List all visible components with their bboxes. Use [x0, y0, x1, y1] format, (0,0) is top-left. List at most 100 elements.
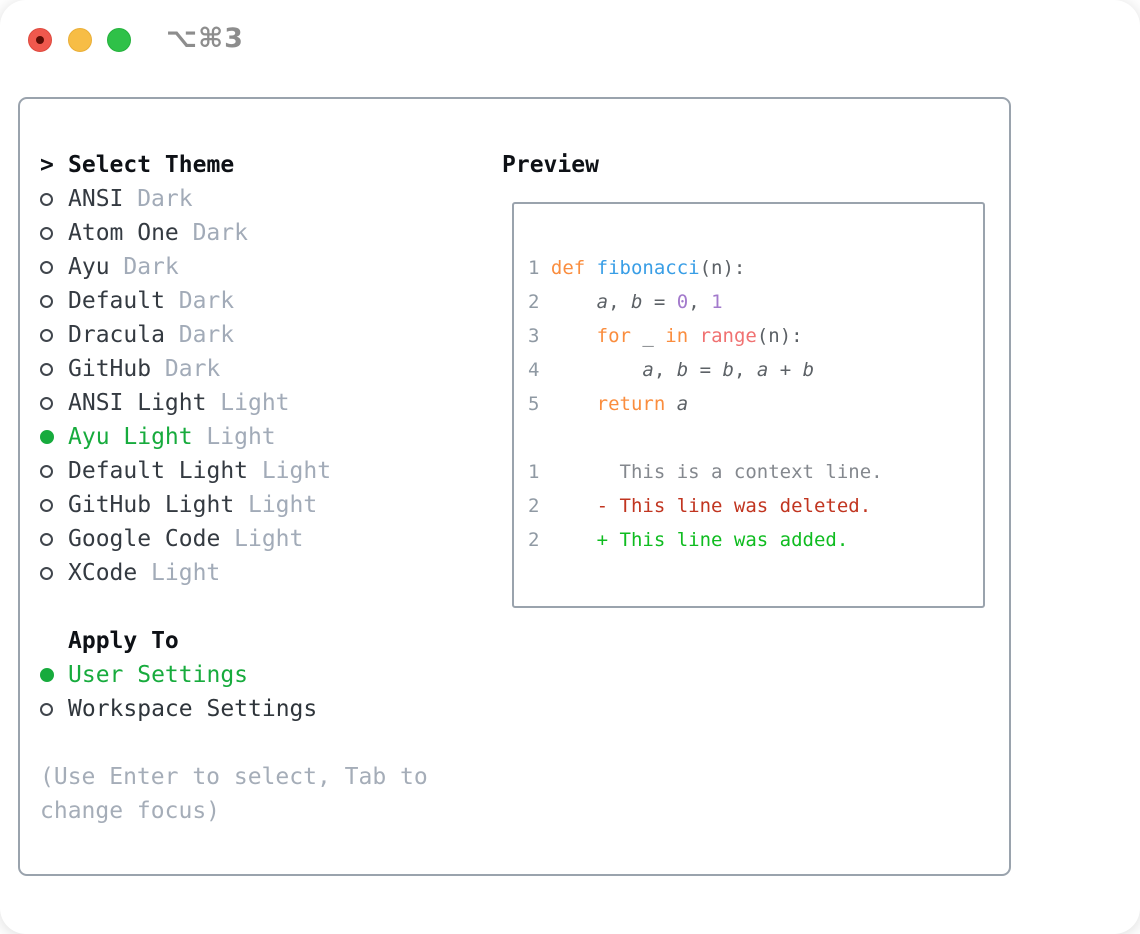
radio-selected-icon: [40, 668, 54, 682]
close-dot-icon: [36, 36, 44, 44]
help-text-line-1: (Use Enter to select, Tab to: [40, 764, 428, 790]
theme-variant-label: Dark: [178, 288, 235, 314]
diff-line-1: 1 This is a context line.: [528, 455, 975, 489]
spacer: [40, 590, 428, 624]
radio-icon: [40, 396, 53, 410]
theme-variant-label: Dark: [178, 322, 235, 348]
theme-option-ansi-light-light[interactable]: ANSI Light Light: [40, 386, 428, 420]
code-line-4: 4 a, b = b, a + b: [528, 353, 975, 387]
theme-variant-label: Light: [247, 492, 318, 518]
radio-icon: [40, 702, 53, 716]
preview-title: Preview: [502, 152, 599, 178]
minimize-button[interactable]: [68, 28, 92, 52]
radio-icon: [40, 464, 53, 478]
theme-name: GitHub: [68, 356, 152, 382]
apply-option-label: Workspace Settings: [68, 696, 318, 722]
theme-name: Dracula: [68, 322, 165, 348]
diff-line-2: 2 - This line was deleted.: [528, 489, 975, 523]
theme-name: ANSI Light: [68, 390, 207, 416]
theme-option-google-code-light[interactable]: Google Code Light: [40, 522, 428, 556]
theme-variant-label: Light: [261, 458, 332, 484]
line-content: This is a context line.: [550, 461, 883, 483]
spacer: [40, 726, 428, 760]
apply-to-header: Apply To: [40, 624, 428, 658]
prompt-icon: >: [40, 152, 54, 178]
line-number: 1: [528, 461, 540, 483]
radio-selected-icon: [40, 430, 54, 444]
line-content: + This line was added.: [550, 529, 849, 551]
theme-name: Atom One: [68, 220, 179, 246]
radio-icon: [40, 294, 53, 308]
theme-option-xcode-light[interactable]: XCode Light: [40, 556, 428, 590]
theme-variant-label: Dark: [192, 220, 248, 246]
theme-name: Default: [68, 288, 165, 314]
select-theme-title: Select Theme: [68, 152, 235, 178]
diff-preview: 1 This is a context line.2 - This line w…: [528, 455, 975, 557]
keyboard-shortcut-label: ⌥⌘3: [166, 23, 244, 54]
select-theme-header: > Select Theme: [40, 148, 428, 182]
theme-option-default-light-light[interactable]: Default Light Light: [40, 454, 428, 488]
apply-to-title: Apply To: [68, 628, 179, 654]
code-line-1: 1 def fibonacci(n):: [528, 251, 975, 285]
theme-variant-label: Light: [206, 424, 276, 450]
line-number: 2: [528, 529, 540, 551]
theme-variant-label: Light: [151, 560, 221, 586]
code-line-2: 2 a, b = 0, 1: [528, 285, 975, 319]
radio-icon: [40, 260, 53, 274]
theme-option-atom-one-dark[interactable]: Atom One Dark: [40, 216, 428, 250]
theme-variant-label: Light: [220, 390, 290, 416]
theme-option-dracula-dark[interactable]: Dracula Dark: [40, 318, 428, 352]
radio-icon: [40, 362, 53, 376]
line-number: 3: [528, 325, 540, 347]
apply-option-workspace-settings[interactable]: Workspace Settings: [40, 692, 428, 726]
line-content: def fibonacci(n):: [550, 257, 746, 279]
line-content: a, b = b, a + b: [642, 359, 815, 381]
theme-name: ANSI: [68, 186, 124, 212]
line-content: - This line was deleted.: [550, 495, 872, 517]
radio-icon: [40, 498, 53, 512]
code-line-5: 5 return a: [528, 387, 975, 421]
line-number: 4: [528, 359, 540, 381]
theme-variant-label: Dark: [137, 186, 193, 212]
line-number: 1: [528, 257, 540, 279]
help-text-line-2: change focus): [40, 798, 221, 824]
close-button[interactable]: [28, 28, 52, 52]
theme-variant-label: Dark: [164, 356, 221, 382]
theme-name: GitHub Light: [68, 492, 235, 518]
line-number: 2: [528, 291, 540, 313]
theme-variant-label: Dark: [123, 254, 179, 280]
theme-option-default-dark[interactable]: Default Dark: [40, 284, 428, 318]
theme-name: XCode: [68, 560, 138, 586]
radio-icon: [40, 226, 53, 240]
line-content: a, b = 0, 1: [596, 291, 723, 313]
theme-option-ansi-dark[interactable]: ANSI Dark: [40, 182, 428, 216]
radio-icon: [40, 566, 53, 580]
radio-icon: [40, 192, 53, 206]
theme-name: Google Code: [68, 526, 221, 552]
line-number: 5: [528, 393, 540, 415]
line-number: 2: [528, 495, 540, 517]
code-line-3: 3 for _ in range(n):: [528, 319, 975, 353]
theme-option-github-dark[interactable]: GitHub Dark: [40, 352, 428, 386]
radio-icon: [40, 328, 53, 342]
theme-option-github-light-light[interactable]: GitHub Light Light: [40, 488, 428, 522]
theme-option-ayu-light-light[interactable]: Ayu Light Light: [40, 420, 428, 454]
radio-icon: [40, 532, 53, 546]
titlebar: ⌥⌘3: [0, 0, 1140, 78]
diff-line-3: 2 + This line was added.: [528, 523, 975, 557]
line-content: for _ in range(n):: [596, 325, 803, 347]
theme-variant-label: Light: [234, 526, 304, 552]
apply-option-label: User Settings: [68, 662, 249, 688]
theme-name: Ayu Light: [68, 424, 193, 450]
theme-name: Default Light: [68, 458, 249, 484]
zoom-button[interactable]: [107, 28, 131, 52]
line-content: return a: [596, 393, 689, 415]
apply-option-user-settings[interactable]: User Settings: [40, 658, 428, 692]
